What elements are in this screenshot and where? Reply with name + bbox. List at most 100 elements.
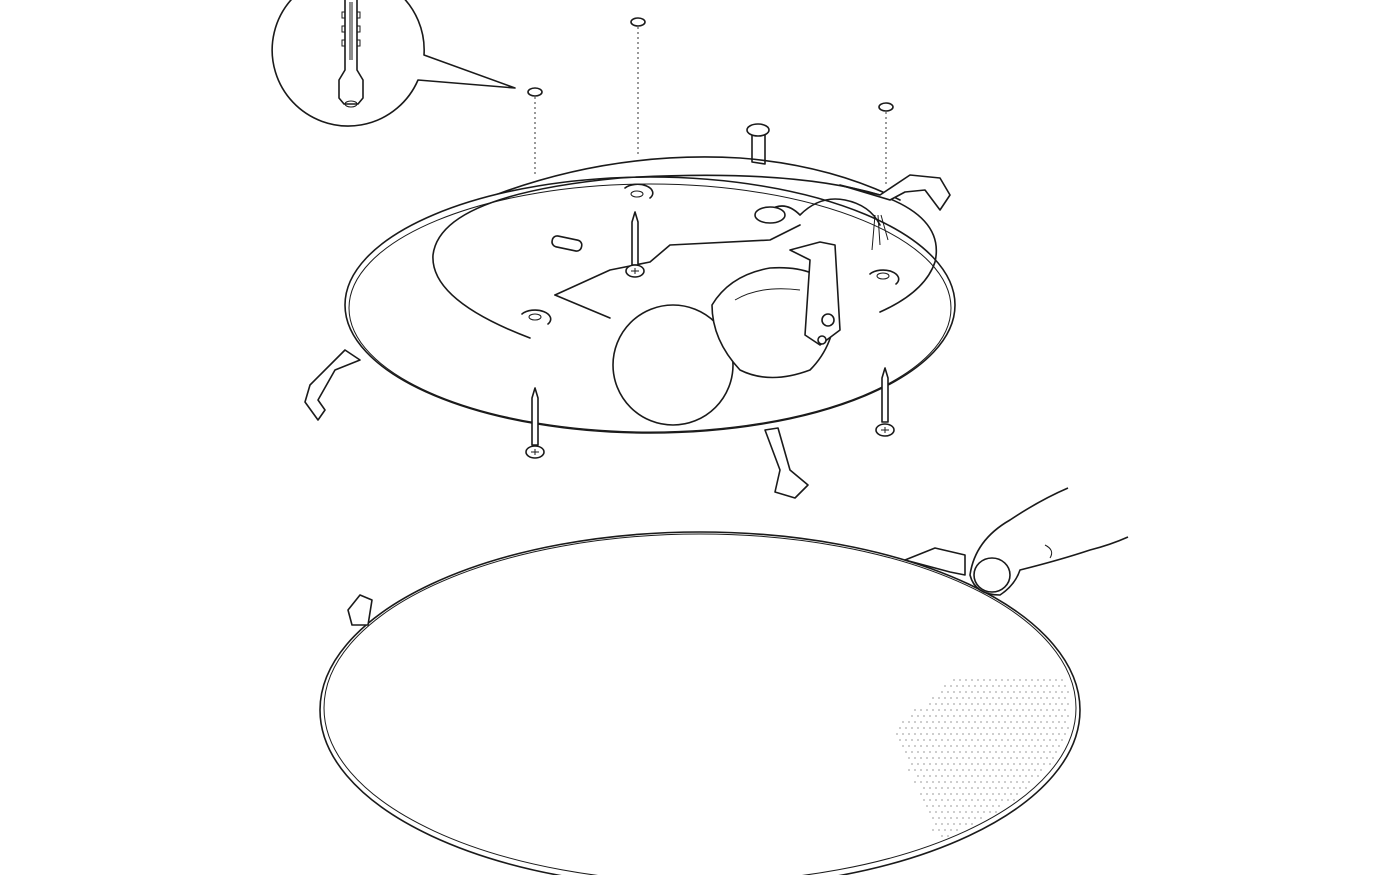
texture-dot xyxy=(983,739,985,741)
texture-dot xyxy=(1025,691,1027,693)
texture-dot xyxy=(932,829,934,831)
texture-dot xyxy=(941,691,943,693)
texture-dot xyxy=(974,745,976,747)
texture-dot xyxy=(1049,715,1051,717)
texture-dot xyxy=(986,697,988,699)
texture-dot xyxy=(992,721,994,723)
texture-dot xyxy=(923,787,925,789)
texture-dot xyxy=(911,751,913,753)
texture-dot xyxy=(980,733,982,735)
texture-dot xyxy=(962,721,964,723)
texture-dot xyxy=(977,679,979,681)
texture-dot xyxy=(947,703,949,705)
texture-dot xyxy=(953,691,955,693)
texture-dot xyxy=(1049,763,1051,765)
texture-dot xyxy=(917,751,919,753)
texture-dot xyxy=(1031,703,1033,705)
texture-dot xyxy=(1064,697,1066,699)
texture-dot xyxy=(914,769,916,771)
texture-dot xyxy=(1019,763,1021,765)
texture-dot xyxy=(1013,703,1015,705)
texture-dot xyxy=(953,727,955,729)
texture-dot xyxy=(965,691,967,693)
texture-dot xyxy=(965,787,967,789)
texture-dot xyxy=(974,685,976,687)
texture-dot xyxy=(1025,739,1027,741)
texture-dot xyxy=(1004,769,1006,771)
texture-dot xyxy=(953,811,955,813)
texture-dot xyxy=(920,709,922,711)
texture-dot xyxy=(908,745,910,747)
texture-dot xyxy=(1001,751,1003,753)
texture-dot xyxy=(971,763,973,765)
texture-dot xyxy=(944,769,946,771)
texture-dot xyxy=(944,757,946,759)
texture-dot xyxy=(929,775,931,777)
texture-dot xyxy=(935,739,937,741)
texture-dot xyxy=(1025,763,1027,765)
texture-dot xyxy=(974,709,976,711)
texture-dot xyxy=(929,763,931,765)
texture-dot xyxy=(935,823,937,825)
texture-dot xyxy=(1034,769,1036,771)
texture-dot xyxy=(1016,769,1018,771)
texture-dot xyxy=(959,763,961,765)
texture-dot xyxy=(923,739,925,741)
texture-dot xyxy=(950,781,952,783)
texture-dot xyxy=(1028,697,1030,699)
texture-dot xyxy=(941,715,943,717)
mounting-clips xyxy=(304,174,951,499)
texture-dot xyxy=(956,781,958,783)
texture-dot xyxy=(920,793,922,795)
texture-dot xyxy=(1016,685,1018,687)
texture-dot xyxy=(962,757,964,759)
texture-dot xyxy=(995,679,997,681)
texture-dot xyxy=(986,721,988,723)
texture-dot xyxy=(926,769,928,771)
texture-dot xyxy=(944,721,946,723)
texture-dot xyxy=(935,703,937,705)
texture-dot xyxy=(1031,739,1033,741)
texture-dot xyxy=(998,781,1000,783)
texture-dot xyxy=(1010,781,1012,783)
texture-dot xyxy=(995,763,997,765)
texture-dot xyxy=(959,775,961,777)
texture-dot xyxy=(950,697,952,699)
texture-dot xyxy=(908,733,910,735)
texture-dot xyxy=(1019,679,1021,681)
texture-dot xyxy=(1001,703,1003,705)
texture-dot xyxy=(968,697,970,699)
texture-dot xyxy=(968,733,970,735)
texture-dot xyxy=(1013,715,1015,717)
texture-dot xyxy=(950,721,952,723)
texture-dot xyxy=(977,727,979,729)
texture-dot xyxy=(1028,721,1030,723)
texture-dot xyxy=(983,763,985,765)
texture-dot xyxy=(986,769,988,771)
texture-dot xyxy=(1049,691,1051,693)
texture-dot xyxy=(983,703,985,705)
texture-dot xyxy=(914,757,916,759)
texture-dot xyxy=(947,739,949,741)
texture-dot xyxy=(983,811,985,813)
texture-dot xyxy=(920,745,922,747)
texture-dot xyxy=(977,799,979,801)
texture-dot xyxy=(935,751,937,753)
texture-dot xyxy=(953,775,955,777)
texture-dot xyxy=(929,727,931,729)
texture-dot xyxy=(983,799,985,801)
texture-dot xyxy=(905,739,907,741)
texture-dot xyxy=(965,799,967,801)
texture-dot xyxy=(1004,757,1006,759)
texture-dot xyxy=(1049,727,1051,729)
texture-dot xyxy=(938,805,940,807)
texture-dot xyxy=(905,727,907,729)
texture-dot xyxy=(929,811,931,813)
texture-dot xyxy=(1061,703,1063,705)
texture-dot xyxy=(1028,685,1030,687)
texture-dot xyxy=(1043,739,1045,741)
texture-dot xyxy=(965,715,967,717)
texture-dot xyxy=(953,799,955,801)
texture-dot xyxy=(911,739,913,741)
texture-dot xyxy=(1043,679,1045,681)
